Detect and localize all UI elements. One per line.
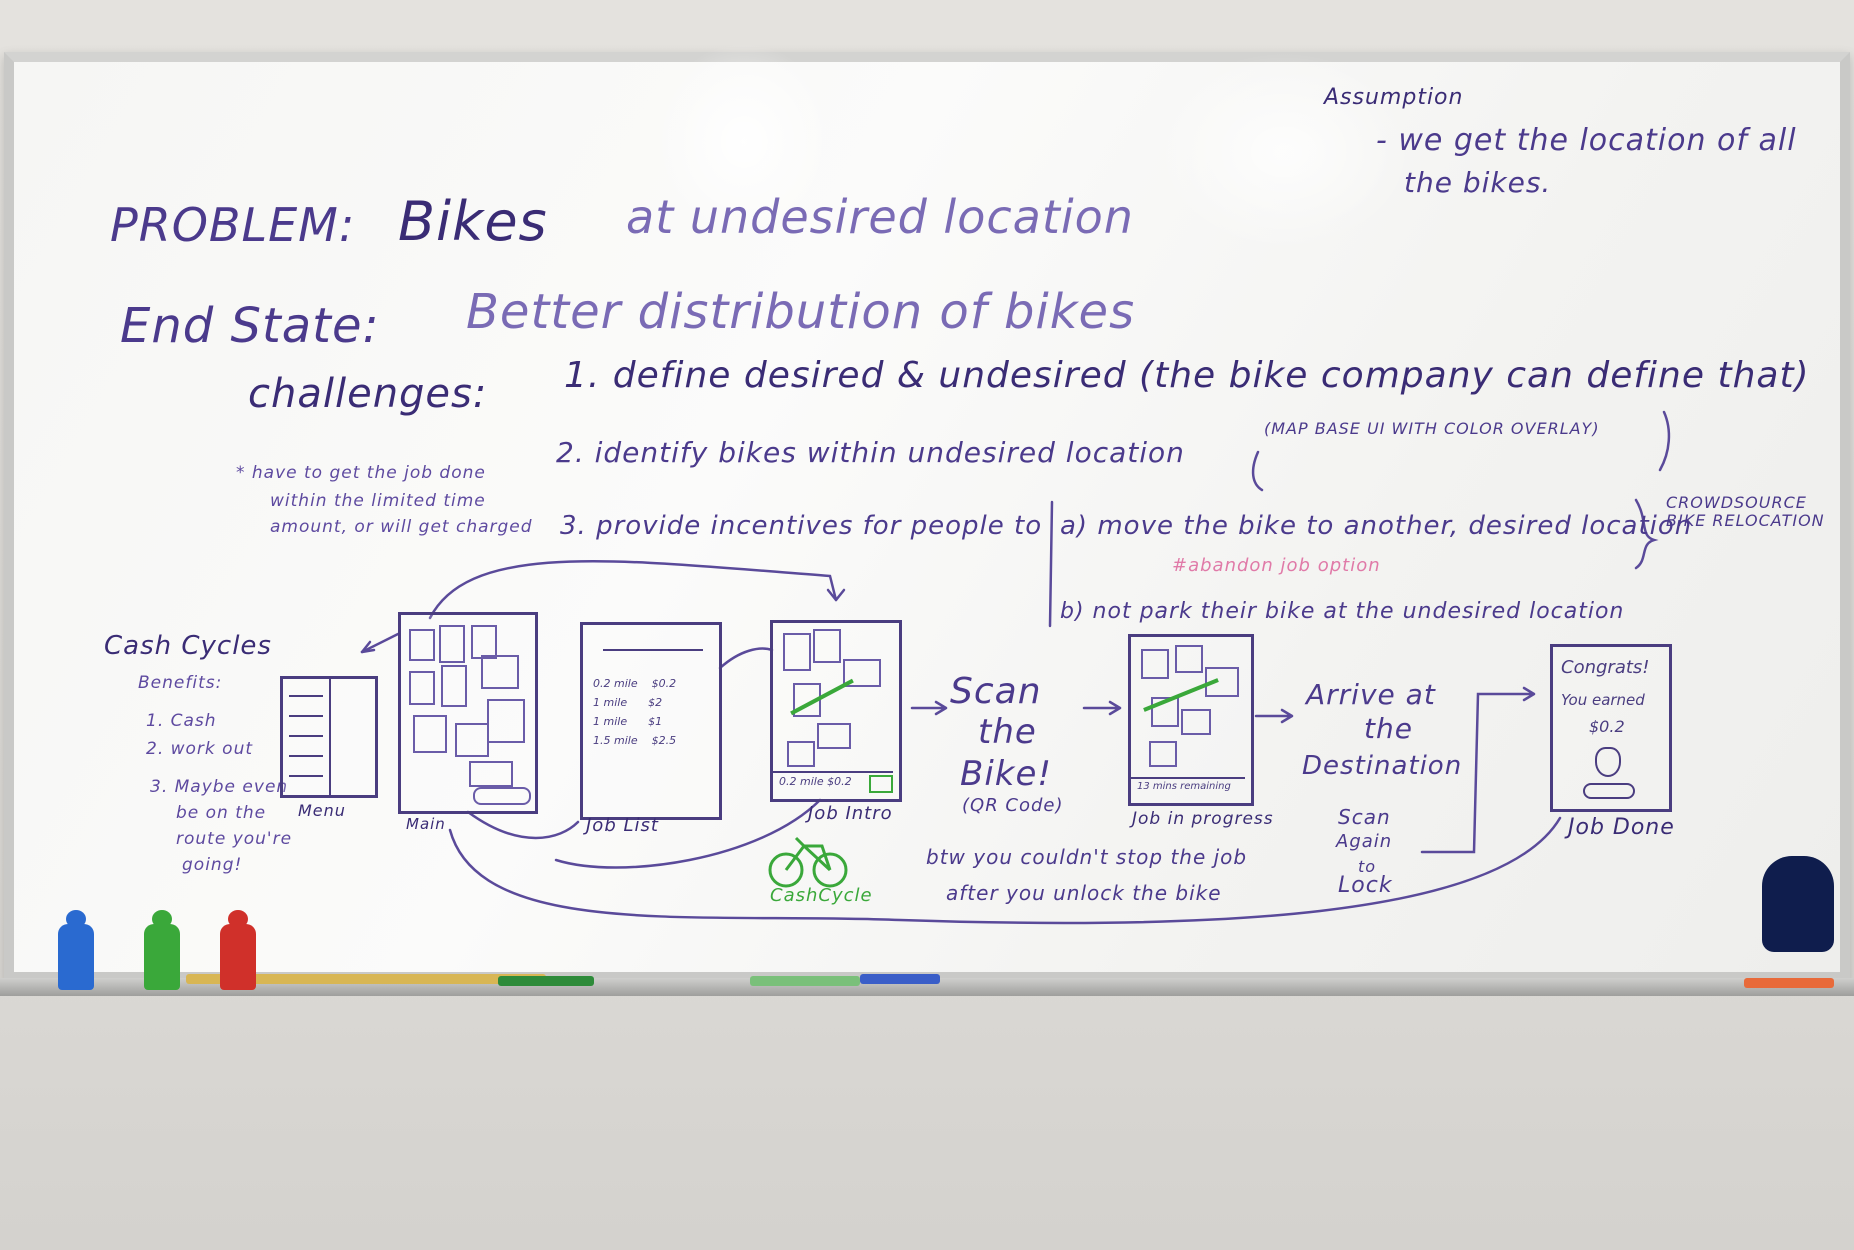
job-in-progress-sketch: 13 mins remaining xyxy=(1128,634,1254,806)
earned-text: You earned xyxy=(1561,691,1645,709)
challenge-3b: b) not park their bike at the undesired … xyxy=(1060,599,1625,624)
list-row: 1 mile $1 xyxy=(593,715,663,728)
bike-logo-icon xyxy=(768,836,848,888)
job-done-sketch: Congrats! You earned $0.2 xyxy=(1550,644,1672,812)
problem-text-location: at undesired location xyxy=(626,190,1134,244)
cash-cycles-title: Cash Cycles xyxy=(104,631,272,661)
money-bag-icon xyxy=(1595,747,1621,777)
arrive-line1: Arrive at xyxy=(1306,678,1436,711)
progress-bar-text: 13 mins remaining xyxy=(1137,781,1231,792)
arrow-done-to-main xyxy=(448,816,1562,925)
btw-note-line1: btw you couldn't stop the job xyxy=(926,845,1248,869)
qr-code-note: (QR Code) xyxy=(962,795,1064,816)
orange-marker[interactable] xyxy=(1744,978,1834,988)
eraser-icon[interactable] xyxy=(1762,856,1834,952)
ruler xyxy=(186,974,546,984)
end-state-text: Better distribution of bikes xyxy=(466,284,1136,340)
job-done-label: Job Done xyxy=(1568,815,1675,840)
green-figurine xyxy=(144,910,180,990)
assumption-line2: the bikes. xyxy=(1404,166,1552,199)
challenge-1: 1. define desired & undesired (the bike … xyxy=(564,355,1810,396)
problem-label: PROBLEM: xyxy=(110,198,356,252)
arrow-scan-to-progress xyxy=(1082,700,1122,716)
challenge-2-note: (MAP BASE UI WITH COLOR OVERLAY) xyxy=(1264,419,1600,438)
arrow-intro-to-scan xyxy=(910,700,948,716)
arrive-line7: Lock xyxy=(1338,873,1393,898)
crowdsource-note: CROWDSOURCE BIKE RELOCATION xyxy=(1666,493,1825,530)
job-intro-sketch: 0.2 mile $0.2 xyxy=(770,620,902,802)
job-list-sketch: 0.2 mile $0.2 1 mile $2 1 mile $1 1.5 mi… xyxy=(580,622,722,820)
arrive-line5: Again xyxy=(1336,831,1393,852)
benefit-2: 2. work out xyxy=(146,739,254,759)
intro-bar-text: 0.2 mile $0.2 xyxy=(779,775,852,788)
problem-text-bikes: Bikes xyxy=(398,190,548,253)
side-note-line3: amount, or will get charged xyxy=(270,517,533,537)
arrive-line2: the xyxy=(1364,712,1413,745)
arrow-list-to-intro xyxy=(718,647,774,670)
arrow-main-to-list xyxy=(466,810,580,840)
cashcycle-logo-text: CashCycle xyxy=(770,885,873,906)
list-row: 0.2 mile $0.2 xyxy=(593,677,677,690)
benefit-3a: 3. Maybe even xyxy=(150,777,289,797)
arrow-arrive-to-done xyxy=(1420,686,1536,854)
assumption-line1: - we get the location of all xyxy=(1376,123,1797,158)
arrive-line4: Scan xyxy=(1338,805,1391,829)
done-button-icon[interactable] xyxy=(1583,783,1635,799)
green-marker[interactable] xyxy=(498,976,594,986)
scan-the-word: the xyxy=(978,712,1037,752)
benefit-3b: be on the xyxy=(176,803,267,823)
red-figurine xyxy=(220,910,256,990)
benefit-1: 1. Cash xyxy=(146,711,217,731)
menu-label: Menu xyxy=(298,801,346,820)
side-note-line1: * have to get the job done xyxy=(236,463,486,483)
scan-word: Scan xyxy=(950,671,1042,712)
challenge-2: 2. identify bikes within undesired locat… xyxy=(556,436,1185,469)
list-row: 1 mile $2 xyxy=(593,696,663,709)
arrow-main-to-menu xyxy=(360,632,400,654)
scan-bike-word: Bike! xyxy=(960,754,1053,794)
assumption-title: Assumption xyxy=(1324,85,1464,110)
light-glare xyxy=(1154,52,1414,252)
challenge-3a: a) move the bike to another, desired loc… xyxy=(1060,511,1693,541)
congrats-text: Congrats! xyxy=(1561,657,1650,678)
benefit-3d: going! xyxy=(182,855,243,875)
green-marker[interactable] xyxy=(750,976,860,986)
end-state-label: End State: xyxy=(120,298,380,354)
main-sketch xyxy=(398,612,538,814)
curly-bracket xyxy=(1634,498,1659,570)
btw-note-line2: after you unlock the bike xyxy=(946,881,1222,905)
arrow-intro-to-main xyxy=(554,798,822,869)
arrive-line3: Destination xyxy=(1302,751,1463,781)
benefit-3c: route you're xyxy=(176,829,293,849)
challenge-3: 3. provide incentives for people to xyxy=(560,511,1043,541)
whiteboard xyxy=(4,42,1850,982)
challenges-label: challenges: xyxy=(248,371,488,417)
blue-marker[interactable] xyxy=(860,974,940,984)
job-intro-label: Job Intro xyxy=(808,803,893,824)
job-in-progress-label: Job in progress xyxy=(1132,809,1274,829)
bracket-line xyxy=(1048,500,1054,628)
arrow-main-to-intro xyxy=(428,560,838,620)
arrive-line6: to xyxy=(1358,857,1377,876)
go-button-icon xyxy=(869,775,893,793)
arrow-progress-to-arrive xyxy=(1254,708,1294,724)
job-list-label: Job List xyxy=(586,815,659,836)
menu-sketch xyxy=(280,676,378,798)
side-note-line2: within the limited time xyxy=(270,491,486,511)
main-label: Main xyxy=(406,815,446,833)
blue-figurine xyxy=(58,910,94,990)
abandon-job-note: #abandon job option xyxy=(1172,555,1381,576)
benefits-label: Benefits: xyxy=(138,673,223,693)
earned-amount: $0.2 xyxy=(1589,717,1625,736)
light-glare xyxy=(654,42,834,242)
list-row: 1.5 mile $2.5 xyxy=(593,734,677,747)
